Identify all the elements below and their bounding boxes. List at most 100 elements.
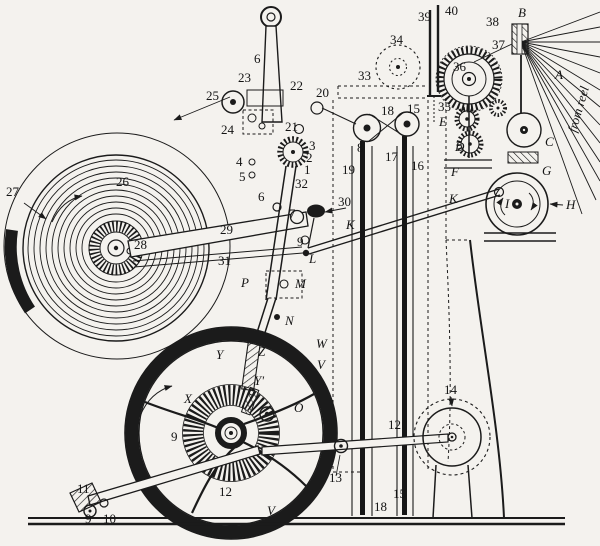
belt-left	[360, 141, 365, 515]
pivot-30	[307, 204, 325, 218]
frame-construction-lines	[332, 85, 470, 473]
figure-label: 9	[85, 511, 92, 526]
figure-label: 2	[306, 150, 313, 165]
figure-label: W	[316, 336, 328, 351]
pulley-15	[394, 111, 420, 137]
figure-label: 30	[338, 194, 351, 209]
figure-label: 34	[390, 32, 404, 47]
figure-label: A	[554, 67, 563, 82]
figure-label: 17	[385, 149, 399, 164]
figure-label: 21	[285, 119, 298, 134]
rotation-arrow	[51, 194, 83, 223]
dashed-wheel-34	[375, 44, 421, 90]
figure-label: Z	[258, 344, 266, 359]
idler-gear	[489, 99, 507, 117]
figure-label: 9	[171, 429, 178, 444]
pulley-21	[293, 123, 305, 135]
thread-fan	[473, 11, 600, 215]
figure-label: 1	[304, 162, 311, 177]
figure-label: V	[267, 503, 277, 518]
pulley-20	[310, 101, 324, 115]
figure-label: 36	[453, 59, 467, 74]
gear-3	[277, 136, 309, 168]
gear-35-e	[454, 106, 480, 132]
outer-ring-hatch	[4, 229, 36, 314]
wheel-14	[413, 398, 491, 519]
figure-label: 18	[381, 103, 394, 118]
figure-label: K	[345, 217, 356, 232]
figure-label: E	[438, 114, 447, 129]
figure-label: Y'	[254, 373, 264, 388]
figure-label: 26	[116, 174, 130, 189]
bracket-f	[444, 159, 492, 169]
figure-label: 20	[316, 85, 329, 100]
pivot-7	[289, 209, 305, 225]
right-gear-train	[435, 45, 542, 169]
crank-pin-o	[259, 406, 275, 422]
arm-6	[261, 25, 283, 123]
figure-label: D	[454, 139, 465, 154]
wheel-spokes	[144, 393, 315, 514]
gear-d	[456, 130, 484, 158]
bracket-23-24	[242, 89, 284, 135]
rotation-arrow	[496, 197, 506, 216]
figure-label: 37	[492, 37, 506, 52]
figure-label: 24	[221, 122, 235, 137]
part-5	[248, 171, 256, 179]
lever-handle-11	[69, 482, 102, 513]
drive-wheel-v	[124, 326, 338, 540]
belt-columns	[321, 107, 420, 516]
figure-label: 38	[486, 14, 499, 29]
figure-label: B	[518, 5, 526, 20]
belt-guides	[351, 146, 414, 516]
figure-label: 23	[238, 70, 251, 85]
pulley-18	[352, 113, 382, 143]
figure-label: 31	[218, 253, 231, 268]
figure-label: O	[294, 400, 304, 415]
figure-label: 39	[418, 9, 431, 24]
figure-label: 29	[220, 222, 233, 237]
figure-label: 32	[295, 176, 308, 191]
eye-22	[260, 6, 282, 28]
figure-label: 16	[411, 158, 425, 173]
pin-p	[279, 279, 289, 289]
figure-label: P	[240, 275, 249, 290]
pivot-10	[99, 498, 109, 508]
connecting-rod-29	[127, 204, 325, 268]
wheel-rim-outer	[124, 326, 338, 540]
floor-baseline	[28, 517, 565, 526]
figure-label: 40	[445, 3, 458, 18]
pin-n	[274, 314, 280, 320]
pitman-bar-12	[261, 398, 491, 519]
figure-label: 4	[236, 154, 243, 169]
figure-label: 25	[206, 88, 219, 103]
belt-right	[402, 136, 407, 515]
wheel-rim-hatch	[125, 327, 337, 539]
outer-ring-27	[3, 132, 231, 360]
pulley-25	[221, 90, 245, 114]
wheel-hub	[215, 417, 247, 449]
crank-pin	[493, 186, 505, 198]
figure-label: 15	[393, 486, 406, 501]
figure-label: G	[542, 163, 552, 178]
rotation-arrow	[139, 385, 173, 417]
pivot-l	[302, 249, 310, 257]
figure-label: 6	[258, 189, 265, 204]
figure-label: 35	[438, 99, 451, 114]
figure-label: H	[565, 197, 576, 212]
pin-6	[272, 202, 282, 212]
figure-label: 10	[103, 511, 116, 526]
figure-label: 3	[309, 138, 316, 153]
figure-label: M	[294, 276, 307, 291]
figure-label: 9	[297, 234, 304, 249]
figure-label: 19	[342, 162, 355, 177]
figure-label: 22	[290, 78, 303, 93]
figure-label: 5	[239, 169, 246, 184]
figure-label: 11	[77, 481, 90, 496]
figure-label: N	[284, 313, 295, 328]
wheel-h-assembly	[307, 172, 556, 255]
figure-label: 8	[357, 140, 364, 155]
